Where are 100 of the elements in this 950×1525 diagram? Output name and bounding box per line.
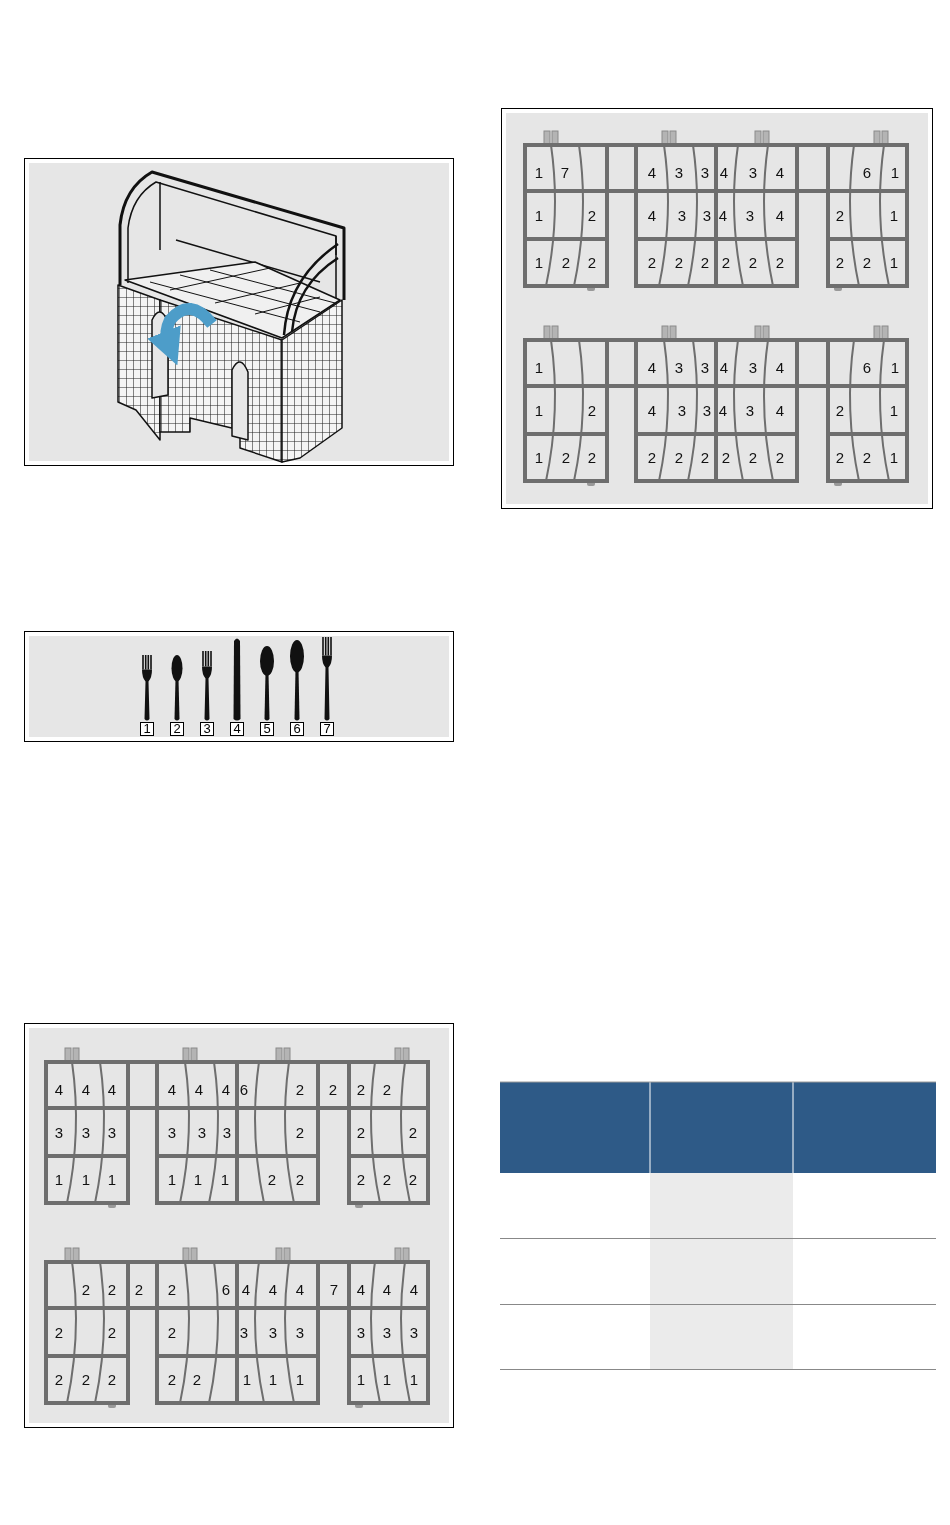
cell-number: 1 (534, 360, 544, 376)
cell-number: 2 (54, 1372, 64, 1388)
cell-number: 2 (674, 255, 684, 271)
cell-number: 1 (534, 165, 544, 181)
cell-number: 3 (54, 1125, 64, 1141)
cell-number: 2 (167, 1282, 177, 1298)
cell-number: 4 (647, 360, 657, 376)
cell-number: 3 (700, 165, 710, 181)
cell-number: 7 (560, 165, 570, 181)
cell-number: 4 (81, 1082, 91, 1098)
cell-number: 2 (862, 450, 872, 466)
cell-number: 1 (356, 1372, 366, 1388)
cell-number: 2 (107, 1325, 117, 1341)
cell-number: 2 (587, 255, 597, 271)
cell-number: 4 (241, 1282, 251, 1298)
cell-number: 3 (268, 1325, 278, 1341)
callout-number: 3 (200, 722, 214, 736)
cell-number: 1 (534, 450, 544, 466)
callout-number: 4 (230, 722, 244, 736)
cell-number: 3 (295, 1325, 305, 1341)
cell-number: 2 (167, 1372, 177, 1388)
cell-number: 2 (700, 255, 710, 271)
cell-number: 4 (647, 403, 657, 419)
cell-number: 2 (295, 1082, 305, 1098)
cell-number: 4 (718, 208, 728, 224)
cell-number: 2 (561, 450, 571, 466)
cell-number: 1 (534, 403, 544, 419)
callout-number: 5 (260, 722, 274, 736)
cell-number: 4 (719, 360, 729, 376)
cell-number: 3 (382, 1325, 392, 1341)
cell-number: 1 (81, 1172, 91, 1188)
cell-number: 3 (677, 208, 687, 224)
cell-number: 1 (220, 1172, 230, 1188)
cell-number: 3 (239, 1325, 249, 1341)
cell-number: 2 (835, 450, 845, 466)
cell-number: 2 (721, 450, 731, 466)
cell-number: 3 (167, 1125, 177, 1141)
cell-number: 2 (835, 255, 845, 271)
cell-number: 3 (748, 165, 758, 181)
cell-number: 2 (267, 1172, 277, 1188)
cell-number: 1 (54, 1172, 64, 1188)
cell-number: 1 (382, 1372, 392, 1388)
cell-number: 6 (862, 360, 872, 376)
cell-number: 2 (356, 1125, 366, 1141)
cell-number: 3 (745, 403, 755, 419)
cell-number: 1 (295, 1372, 305, 1388)
cell-number: 3 (702, 208, 712, 224)
cell-number: 3 (222, 1125, 232, 1141)
cell-number: 3 (700, 360, 710, 376)
cell-number: 4 (167, 1082, 177, 1098)
cell-number: 1 (534, 208, 544, 224)
cell-number: 2 (748, 450, 758, 466)
cell-number: 2 (408, 1125, 418, 1141)
cell-number: 2 (835, 208, 845, 224)
cell-number: 4 (775, 403, 785, 419)
cell-number: 2 (748, 255, 758, 271)
cell-number: 3 (356, 1325, 366, 1341)
cell-number: 1 (193, 1172, 203, 1188)
cell-number: 2 (775, 450, 785, 466)
cell-number: 2 (382, 1172, 392, 1188)
cell-number: 2 (328, 1082, 338, 1098)
cell-number: 2 (107, 1282, 117, 1298)
cell-number: 3 (748, 360, 758, 376)
cell-number: 2 (587, 403, 597, 419)
callout-number: 2 (170, 722, 184, 736)
cell-number: 2 (775, 255, 785, 271)
cell-number: 4 (382, 1282, 392, 1298)
cell-number: 2 (54, 1325, 64, 1341)
cell-number: 4 (775, 165, 785, 181)
cell-number: 2 (295, 1125, 305, 1141)
cell-number: 1 (889, 450, 899, 466)
cell-number: 2 (721, 255, 731, 271)
cell-number: 4 (719, 165, 729, 181)
cell-number: 4 (647, 165, 657, 181)
cell-number: 1 (890, 360, 900, 376)
cell-number: 2 (81, 1282, 91, 1298)
cell-number: 2 (674, 450, 684, 466)
cell-number: 1 (268, 1372, 278, 1388)
cell-number: 2 (382, 1082, 392, 1098)
cell-number: 3 (674, 165, 684, 181)
cell-number: 4 (718, 403, 728, 419)
cell-number: 4 (775, 360, 785, 376)
cell-number: 2 (192, 1372, 202, 1388)
cell-number: 6 (221, 1282, 231, 1298)
cell-number: 1 (890, 165, 900, 181)
cell-number: 4 (194, 1082, 204, 1098)
cell-number: 1 (107, 1172, 117, 1188)
cell-number: 2 (647, 255, 657, 271)
cell-number: 2 (81, 1372, 91, 1388)
cell-number: 2 (835, 403, 845, 419)
cell-number: 1 (242, 1372, 252, 1388)
cell-number: 1 (534, 255, 544, 271)
cell-number: 6 (862, 165, 872, 181)
cell-number: 7 (329, 1282, 339, 1298)
cell-number: 1 (409, 1372, 419, 1388)
cell-number: 4 (356, 1282, 366, 1298)
cell-number: 4 (54, 1082, 64, 1098)
cell-number: 2 (107, 1372, 117, 1388)
cell-number: 2 (862, 255, 872, 271)
cell-number: 2 (295, 1172, 305, 1188)
